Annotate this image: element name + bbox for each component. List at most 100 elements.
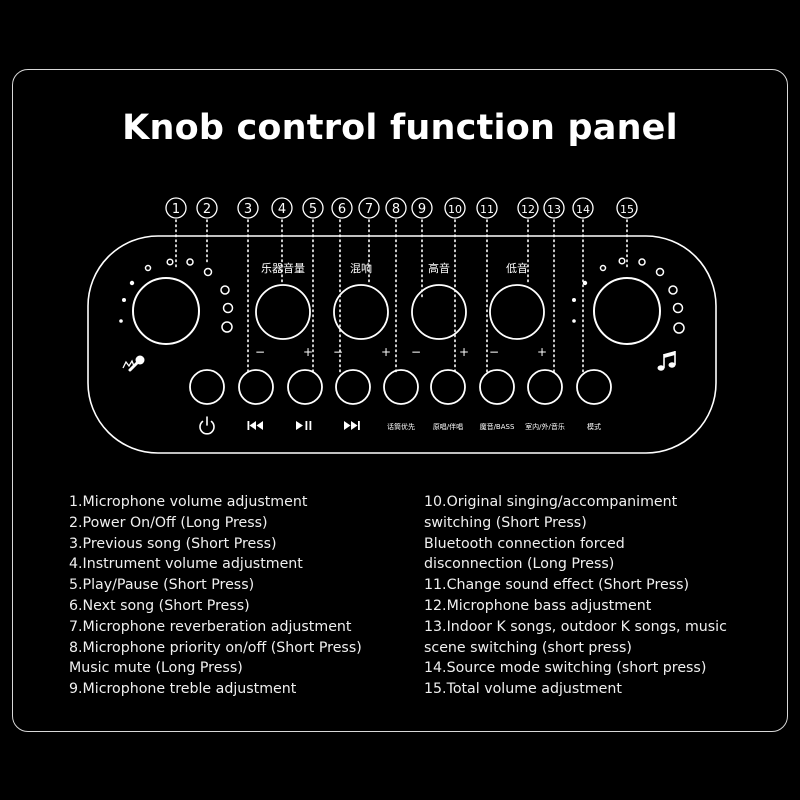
legend-line: 13.Indoor K songs, outdoor K songs, musi… (424, 618, 727, 635)
mic-priority-button[interactable] (383, 369, 419, 405)
callout-11: 11 (476, 197, 498, 219)
bass-knob[interactable] (489, 284, 545, 340)
callout-number: 15 (620, 203, 634, 216)
callout-9: 9 (411, 197, 433, 219)
play-pause-icon (296, 421, 312, 430)
reverb-plus-sign: + (381, 345, 391, 359)
next-track-icon (344, 421, 360, 430)
play-pause-button[interactable] (287, 369, 323, 405)
bass-label: 低音 (506, 261, 528, 275)
treble-knob[interactable] (411, 284, 467, 340)
legend-line: 10.Original singing/accompaniment (424, 494, 678, 510)
treble-plus-sign: + (459, 345, 469, 359)
legend-line: 3.Previous song (Short Press) (69, 535, 277, 552)
total-volume-knob[interactable] (593, 277, 661, 345)
legend-line: 7.Microphone reverberation adjustment (69, 618, 352, 635)
callout-number: 7 (365, 202, 373, 217)
legend-line: scene switching (short press) (424, 639, 632, 656)
scene-button[interactable] (527, 369, 563, 405)
legend-line: disconnection (Long Press) (424, 556, 615, 573)
callout-number: 11 (480, 203, 494, 216)
callout-number: 10 (448, 203, 462, 216)
legend-line: 15.Total volume adjustment (424, 681, 622, 698)
callout-number: 2 (203, 202, 211, 217)
leader-lines (175, 219, 628, 373)
callout-circle (385, 197, 407, 219)
legend-line: 11.Change sound effect (Short Press) (424, 577, 690, 594)
legend-line: 12.Microphone bass adjustment (424, 597, 652, 614)
legend-line: 14.Source mode switching (short press) (424, 660, 707, 677)
mic-volume-knob[interactable] (132, 277, 200, 345)
reverb-knob[interactable] (333, 284, 389, 340)
callout-number: 8 (392, 202, 400, 217)
callout-circle (411, 197, 433, 219)
instrument-volume-label: 乐器音量 (261, 261, 305, 275)
legend-line: Bluetooth connection forced (424, 535, 625, 552)
legend-line: Music mute (Long Press) (69, 660, 243, 677)
effect-caption: 魔音/BASS (480, 422, 515, 431)
legend-line: 4.Instrument volume adjustment (69, 556, 303, 573)
outer-frame (12, 69, 788, 732)
original-accomp-caption: 原唱/伴唱 (433, 422, 463, 431)
next-button[interactable] (335, 369, 371, 405)
scene-caption: 室内/外/音乐 (525, 422, 565, 431)
mic-level-rings (144, 258, 234, 333)
power-icon (199, 416, 215, 435)
legend-line: 9.Microphone treble adjustment (69, 681, 297, 698)
volume-level-leds (572, 280, 588, 323)
reverb-minus-sign: − (333, 345, 343, 359)
microphone-icon (122, 355, 145, 372)
sound-effect-button[interactable] (479, 369, 515, 405)
legend-line: 1.Microphone volume adjustment (69, 494, 308, 510)
mic-level-leds (119, 280, 135, 323)
mode-button[interactable] (576, 369, 612, 405)
original-accompaniment-button[interactable] (430, 369, 466, 405)
legend-line: 2.Power On/Off (Long Press) (69, 514, 268, 531)
legend-line: 5.Play/Pause (Short Press) (69, 577, 255, 594)
bass-plus-sign: + (537, 345, 547, 359)
mode-caption: 模式 (587, 422, 601, 431)
page-title: Knob control function panel (122, 108, 678, 148)
device-outline (87, 235, 717, 454)
callout-circle (271, 197, 293, 219)
callout-circle (196, 197, 218, 219)
callout-number: 5 (309, 202, 317, 217)
callout-circle (302, 197, 324, 219)
reverb-label: 混响 (350, 262, 372, 275)
callout-number: 12 (521, 203, 535, 216)
callout-circle (165, 197, 187, 219)
callout-circle (543, 197, 565, 219)
callout-12: 12 (517, 197, 539, 219)
instrument-volume-knob[interactable] (255, 284, 311, 340)
callout-5: 5 (302, 197, 324, 219)
callout-circle (237, 197, 259, 219)
treble-label: 高音 (428, 261, 450, 275)
previous-button[interactable] (238, 369, 274, 405)
callout-number: 1 (172, 202, 180, 217)
callout-number: 6 (338, 202, 346, 217)
callout-number: 13 (547, 203, 561, 216)
callout-8: 8 (385, 197, 407, 219)
power-button[interactable] (189, 369, 225, 405)
callout-2: 2 (196, 197, 218, 219)
callout-10: 10 (444, 197, 466, 219)
bass-minus-sign: − (489, 345, 499, 359)
treble-minus-sign: − (411, 345, 421, 359)
callout-15: 15 (616, 197, 638, 219)
callout-circle (572, 197, 594, 219)
callout-number: 14 (576, 203, 590, 216)
callout-number: 3 (244, 202, 252, 217)
instrument-minus-sign: − (255, 345, 265, 359)
callout-14: 14 (572, 197, 594, 219)
callout-13: 13 (543, 197, 565, 219)
legend-left-column: 1.Microphone volume adjustment 2.Power On… (69, 492, 362, 700)
callout-3: 3 (237, 197, 259, 219)
callout-circle (517, 197, 539, 219)
callout-circle (616, 197, 638, 219)
callout-number: 9 (418, 202, 426, 217)
callout-circle (331, 197, 353, 219)
legend-line: 8.Microphone priority on/off (Short Pres… (69, 639, 362, 656)
